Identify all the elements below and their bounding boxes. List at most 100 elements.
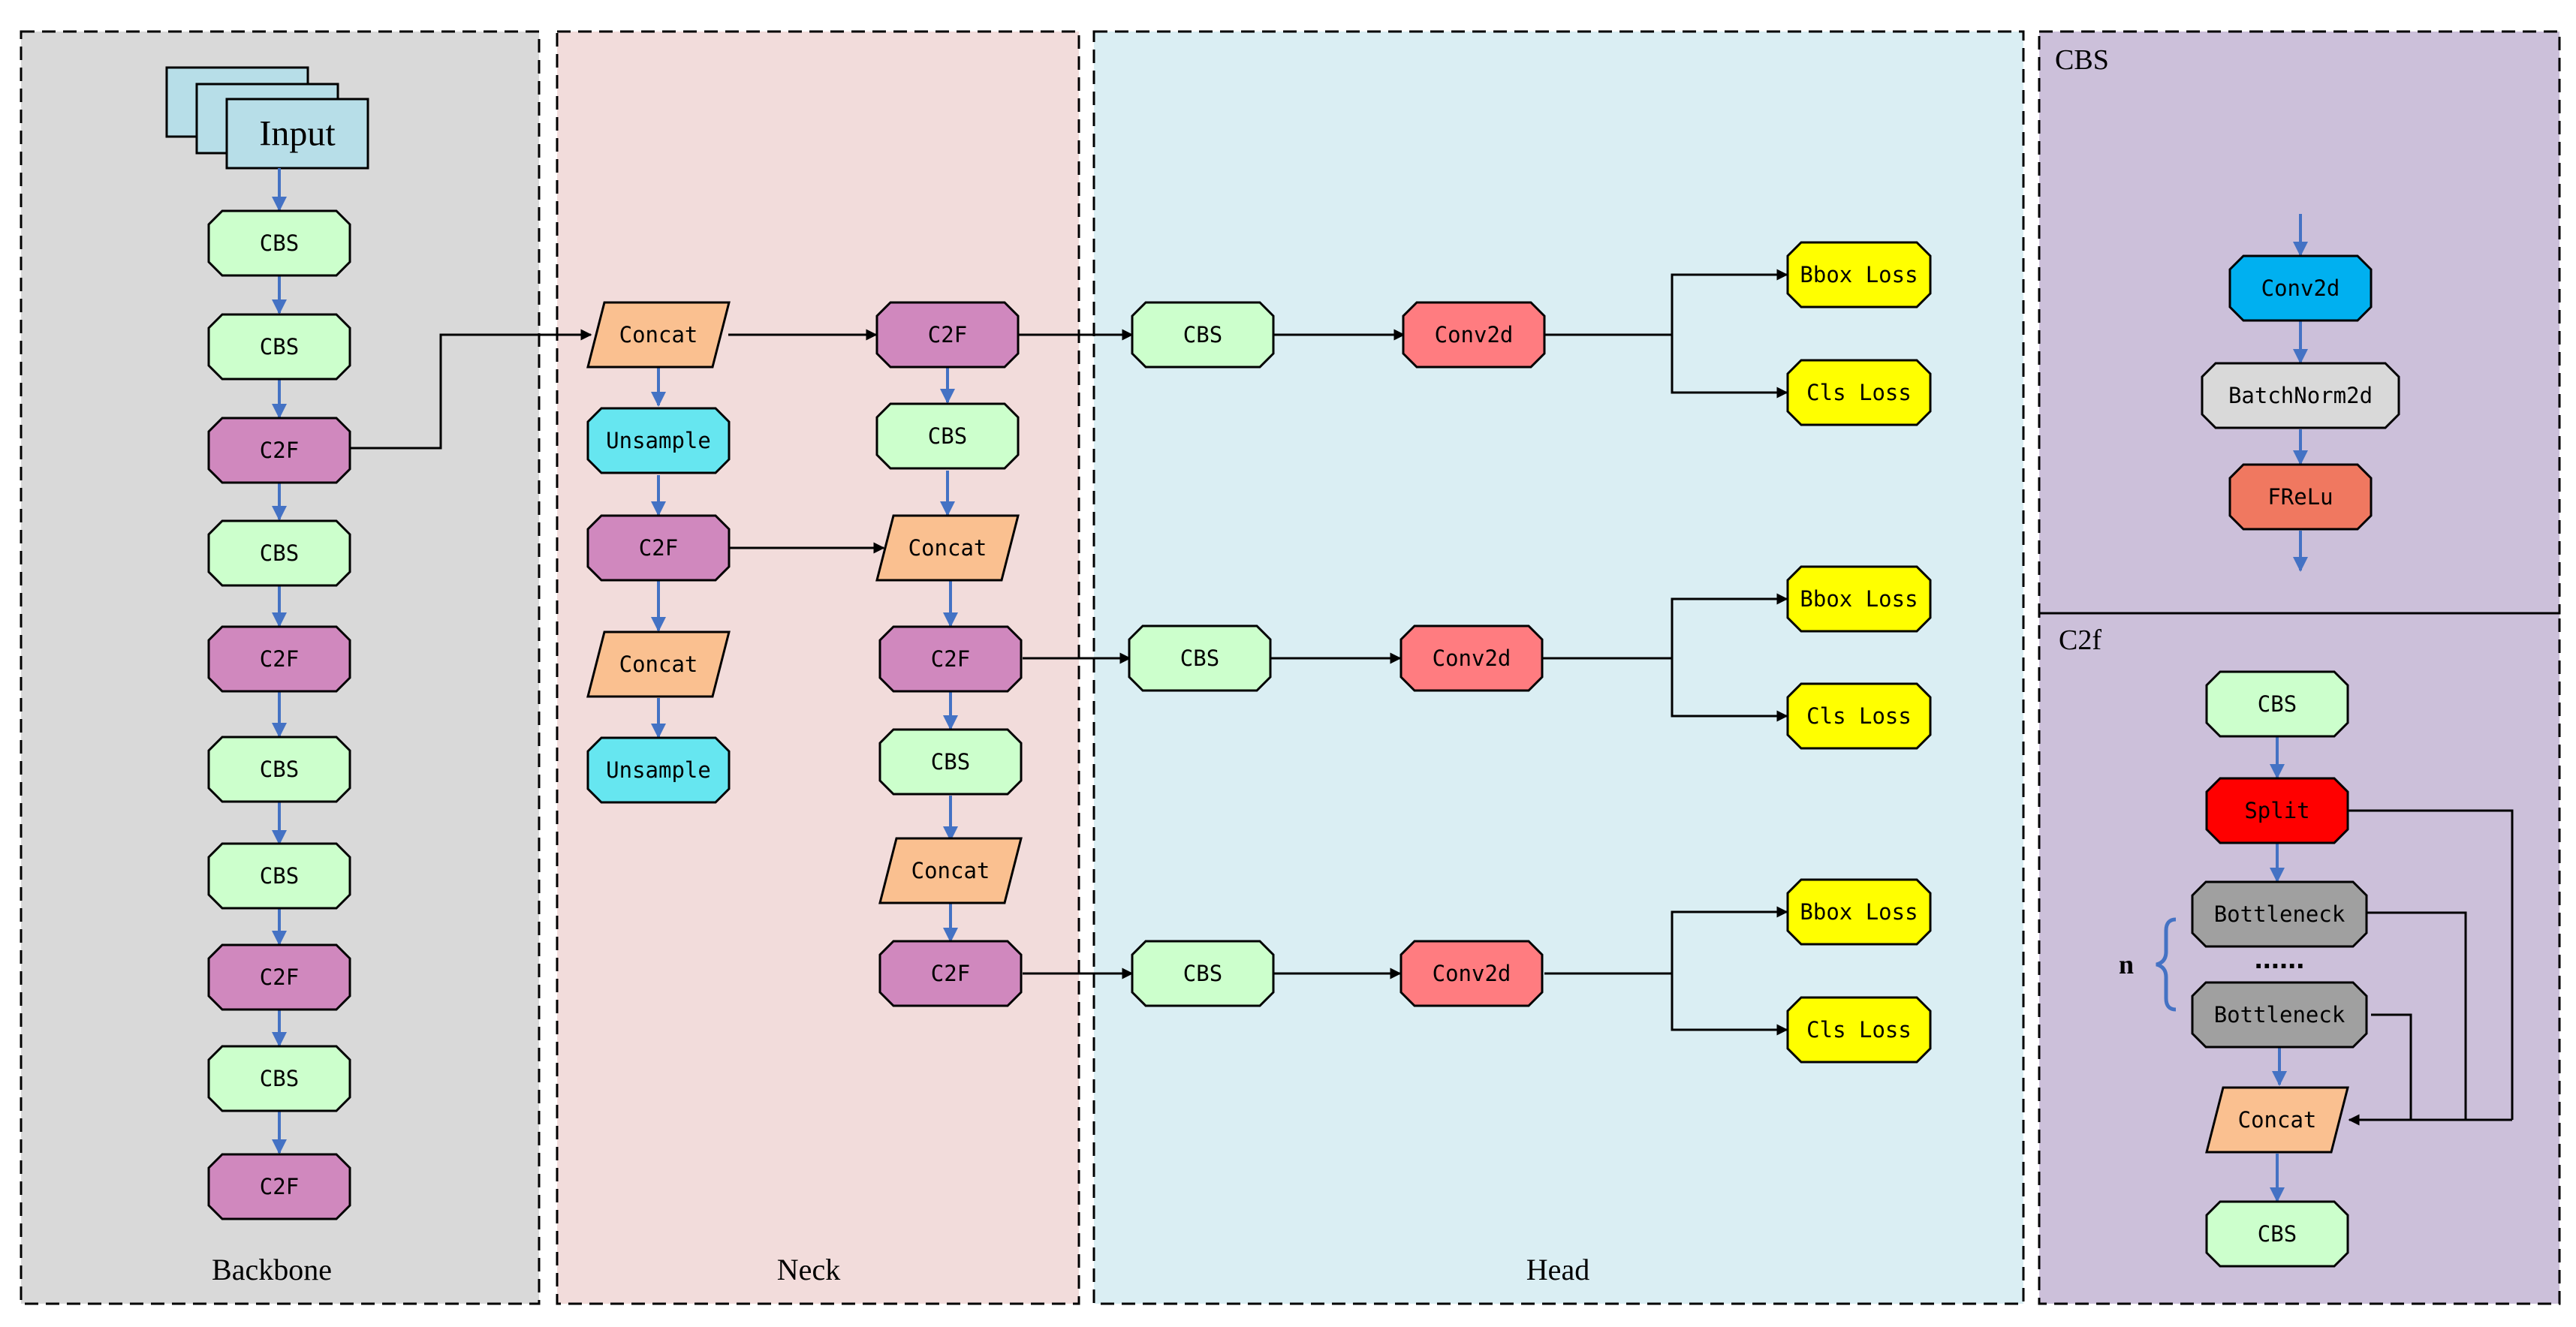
diagram-nodes: CBSCBSC2FCBSC2FCBSCBSC2FCBSC2FConcatUnsa… — [207, 209, 2400, 1268]
head-branch-0-cls-loss-node-shape — [1786, 359, 1932, 426]
c2f-module-nodes-cbs-node-0-label: CBS — [2258, 691, 2297, 717]
c2f-module-nodes-cbs-node-0: CBS — [2205, 670, 2349, 738]
head-branch-1-cls-loss-node-shape — [1786, 682, 1932, 750]
neck-right-column-cbs-node-4-shape — [878, 728, 1023, 796]
neck-right-column-concat-node-2-shape — [875, 514, 1020, 582]
cbs-module-title: CBS — [2055, 44, 2109, 76]
head-branch-1-conv2d-node-label: Conv2d — [1433, 645, 1511, 671]
repeat-count-label: n — [2119, 949, 2134, 979]
head-branch-2-conv2d-node: Conv2d — [1399, 940, 1544, 1007]
panel-borders — [20, 30, 2561, 1305]
head-branch-2-conv2d-node-shape — [1399, 940, 1544, 1007]
head-branch-0-conv2d-node-shape — [1402, 301, 1546, 369]
neck-left-column-concat-node-3: Concat — [586, 630, 731, 698]
backbone-nodes-cbs-node-3: CBS — [207, 519, 351, 587]
c2f-module-nodes-bottleneck-node-2-shape — [2191, 880, 2368, 948]
backbone-nodes-cbs-node-8-shape — [207, 1045, 351, 1112]
head-branch-0-conv2d-node-label: Conv2d — [1435, 322, 1514, 348]
neck-left-column-upsample-node-4-label: Unsample — [606, 757, 711, 783]
neck-right-column-cbs-node-4: CBS — [878, 728, 1023, 796]
backbone-nodes-c2f-node-4-shape — [207, 625, 351, 693]
backbone-nodes-cbs-node-8-label: CBS — [260, 1066, 299, 1091]
backbone-nodes-c2f-node-2: C2F — [207, 417, 351, 484]
neck-left-column-upsample-node-1-shape — [586, 407, 731, 474]
backbone-nodes-c2f-node-9-label: C2F — [260, 1174, 299, 1199]
neck-right-column-c2f-node-6-label: C2F — [931, 961, 970, 986]
head-branch-1-cbs-node: CBS — [1128, 624, 1272, 692]
head-branch-1-cbs-node-shape — [1128, 624, 1272, 692]
neck-left-column-upsample-node-4-shape — [586, 736, 731, 804]
backbone-nodes-cbs-node-8: CBS — [207, 1045, 351, 1112]
c2f-module-nodes-bottleneck-node-3: Bottleneck — [2191, 981, 2368, 1049]
c2f-module-nodes-concat-node-4-shape — [2205, 1086, 2349, 1154]
head-branch-0-cbs-node-shape — [1131, 301, 1275, 369]
neck-right-column-cbs-node-1-shape — [875, 402, 1020, 470]
backbone-nodes-cbs-node-6-label: CBS — [260, 863, 299, 889]
head-branch-2-conv2d-node-label: Conv2d — [1433, 961, 1511, 986]
head-branch-1-bbox-loss-node: Bbox Loss — [1786, 565, 1932, 633]
c2f-module-nodes-cbs-node-5-shape — [2205, 1200, 2349, 1268]
head-branch-1-cbs-node-label: CBS — [1180, 645, 1219, 671]
cbs-module-nodes-batchnorm-node-1-label: BatchNorm2d — [2228, 383, 2373, 408]
backbone-nodes-cbs-node-6: CBS — [207, 842, 351, 910]
neck-left-column-upsample-node-1-label: Unsample — [606, 428, 711, 453]
c2f-module-nodes-bottleneck-node-2-label: Bottleneck — [2214, 901, 2346, 927]
backbone-nodes-cbs-node-3-label: CBS — [260, 540, 299, 566]
c2f-module-nodes-cbs-node-0-shape — [2205, 670, 2349, 738]
backbone-nodes-cbs-node-5: CBS — [207, 736, 351, 803]
backbone-nodes-cbs-node-1-label: CBS — [260, 334, 299, 360]
backbone-nodes-c2f-node-2-label: C2F — [260, 438, 299, 463]
neck-right-column-c2f-node-3-shape — [878, 625, 1023, 693]
c2f-module-nodes-concat-node-4: Concat — [2205, 1086, 2349, 1154]
neck-right-column-c2f-node-6: C2F — [878, 940, 1023, 1007]
neck-right-column-cbs-node-1: CBS — [875, 402, 1020, 470]
head-branch-0-cls-loss-node-label: Cls Loss — [1806, 380, 1912, 405]
c2f-module-nodes-concat-node-4-label: Concat — [2238, 1107, 2317, 1133]
head-branch-0-cbs-node: CBS — [1131, 301, 1275, 369]
backbone-nodes-c2f-node-7-label: C2F — [260, 964, 299, 990]
neck-right-column-c2f-node-0-shape — [875, 301, 1020, 369]
c2f-module-nodes-cbs-node-5: CBS — [2205, 1200, 2349, 1268]
head-branch-2-cls-loss-node: Cls Loss — [1786, 996, 1932, 1064]
neck-right-column-concat-node-5: Concat — [878, 837, 1023, 904]
backbone-nodes-cbs-node-1-shape — [207, 313, 351, 381]
backbone-nodes-cbs-node-0-shape — [207, 209, 351, 277]
backbone-nodes-cbs-node-6-shape — [207, 842, 351, 910]
head-branch-2-cbs-node-label: CBS — [1183, 961, 1222, 986]
neck-right-column-cbs-node-1-label: CBS — [928, 423, 967, 449]
backbone-nodes-c2f-node-4-label: C2F — [260, 646, 299, 672]
head-branch-2-bbox-loss-node-label: Bbox Loss — [1800, 899, 1918, 925]
panel-backgrounds — [21, 32, 2559, 1304]
head-branch-1-conv2d-node: Conv2d — [1399, 624, 1544, 692]
c2f-module-nodes-split-node-1-shape — [2205, 777, 2349, 844]
neck-left-column-c2f-node-2: C2F — [586, 514, 731, 582]
c2f-module-nodes-split-node-1-label: Split — [2244, 798, 2309, 823]
neck-left-column-upsample-node-4: Unsample — [586, 736, 731, 804]
cbs-module-nodes-frelu-node-2-label: FReLu — [2267, 484, 2333, 510]
head-branch-0-bbox-loss-node: Bbox Loss — [1786, 241, 1932, 308]
neck-panel-title: Neck — [777, 1253, 840, 1286]
neck-right-column-concat-node-5-shape — [878, 837, 1023, 904]
neck-left-column-concat-node-0-label: Concat — [619, 322, 698, 348]
backbone-nodes-cbs-node-5-label: CBS — [260, 757, 299, 782]
backbone-nodes-c2f-node-9-shape — [207, 1153, 351, 1220]
backbone-nodes-c2f-node-2-shape — [207, 417, 351, 484]
head-branch-2-cls-loss-node-shape — [1786, 996, 1932, 1064]
repeat-brace — [2156, 917, 2177, 1012]
cbs-module-nodes-frelu-node-2-shape — [2228, 463, 2373, 531]
connectors — [272, 168, 2514, 1202]
neck-left-column-concat-node-0-shape — [586, 301, 731, 369]
c2f-module-nodes-cbs-node-5-label: CBS — [2258, 1221, 2297, 1247]
neck-left-column-concat-node-0: Concat — [586, 301, 731, 369]
head-branch-2-cbs-node: CBS — [1131, 940, 1275, 1007]
head-branch-0-conv2d-node: Conv2d — [1402, 301, 1546, 369]
neck-right-column-concat-node-2: Concat — [875, 514, 1020, 582]
backbone-nodes-cbs-node-3-shape — [207, 519, 351, 587]
backbone-nodes-cbs-node-0-label: CBS — [260, 230, 299, 256]
head-branch-0-bbox-loss-node-label: Bbox Loss — [1800, 262, 1918, 287]
c2f-module-nodes-split-node-1: Split — [2205, 777, 2349, 844]
neck-right-column-c2f-node-3: C2F — [878, 625, 1023, 693]
neck-right-column-cbs-node-4-label: CBS — [931, 749, 970, 775]
c2f-module-nodes-bottleneck-node-2: Bottleneck — [2191, 880, 2368, 948]
